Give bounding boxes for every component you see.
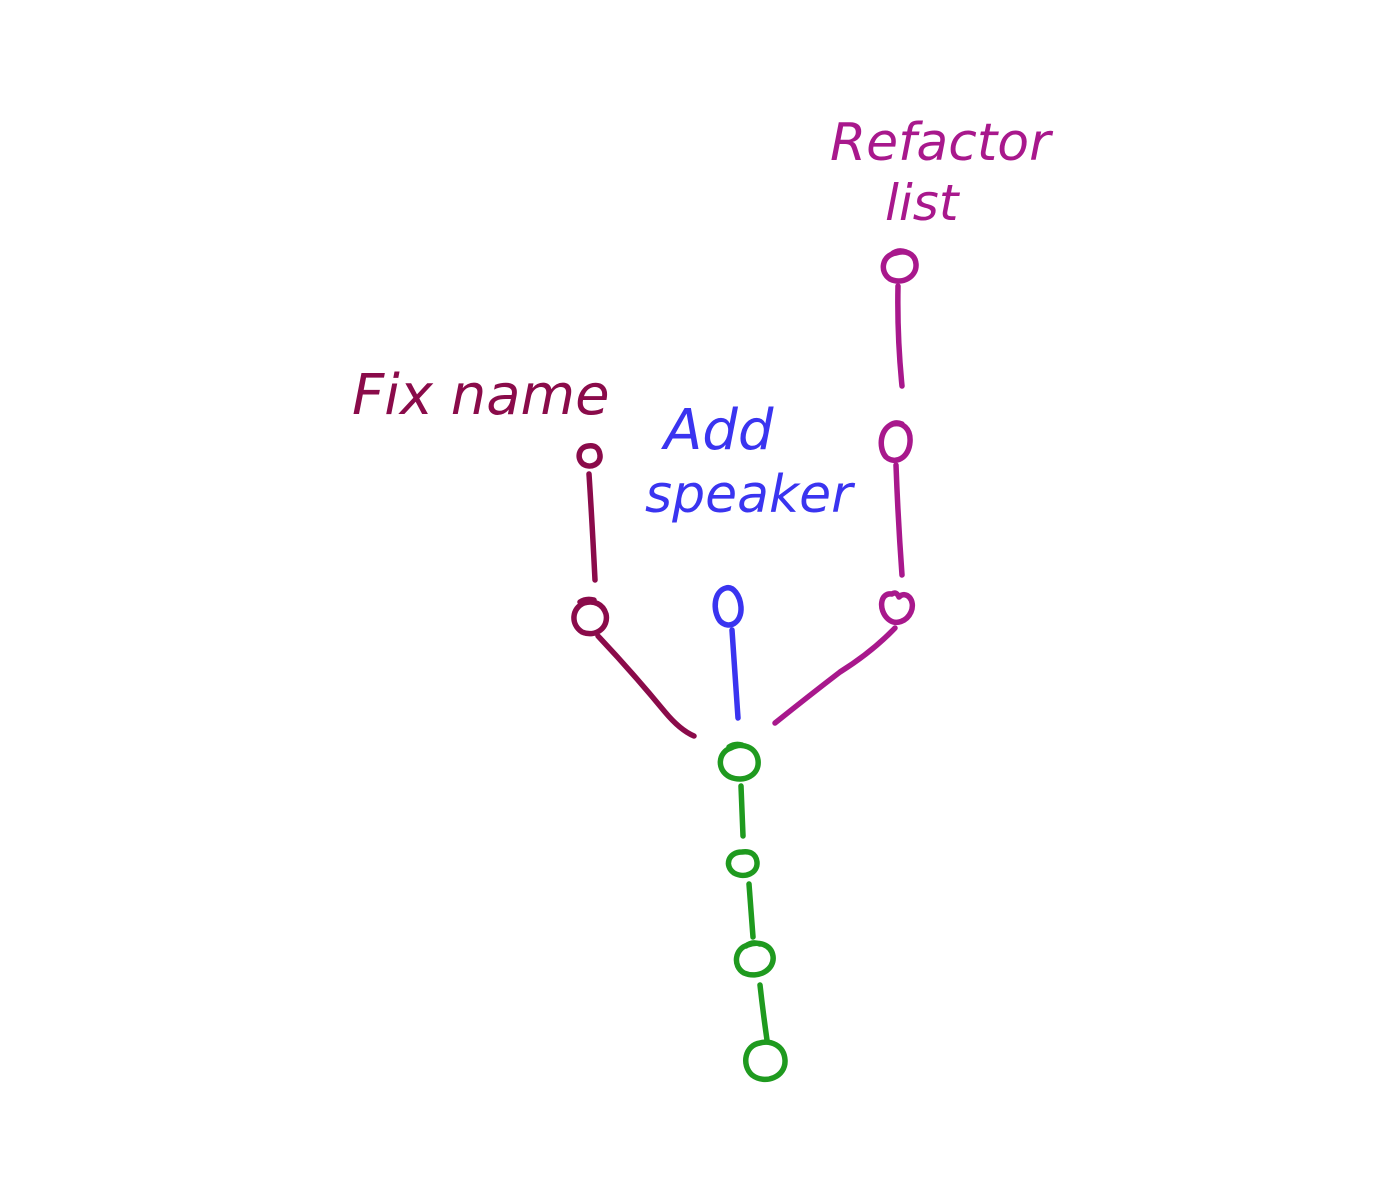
- main-edge: [757, 982, 770, 1043]
- refactor-list-edge: [893, 462, 905, 578]
- refactor-list-commit-node: [878, 420, 913, 464]
- fix-name-label: Fix name: [352, 363, 610, 428]
- fix-name-edge: [586, 471, 598, 583]
- fix-name-commit-node: [571, 596, 610, 637]
- refactor-list-branch: Refactor list: [772, 113, 1054, 726]
- main-branch: [717, 741, 788, 1083]
- add-speaker-edge: [729, 627, 741, 721]
- main-edge: [746, 881, 756, 940]
- main-commit-node: [743, 1039, 788, 1083]
- main-commit-node: [733, 940, 776, 978]
- main-commit-node: [717, 741, 761, 782]
- refactor-list-label-line1: Refactor: [830, 113, 1054, 173]
- add-speaker-label-line2: speaker: [645, 465, 856, 525]
- refactor-list-edge: [895, 283, 905, 389]
- add-speaker-commit-node: [712, 585, 744, 628]
- add-speaker-label-line1: Add: [661, 398, 774, 463]
- refactor-list-edge: [772, 625, 898, 726]
- fix-name-branch: Fix name: [352, 363, 697, 739]
- main-commit-node: [725, 849, 760, 879]
- refactor-list-label-line2: list: [885, 174, 961, 232]
- refactor-list-commit-node: [878, 590, 915, 625]
- fix-name-edge: [595, 633, 697, 739]
- fix-name-commit-node: [576, 443, 603, 469]
- main-edge: [738, 783, 746, 839]
- refactor-list-commit-node: [880, 248, 919, 284]
- add-speaker-branch: Add speaker: [645, 398, 856, 721]
